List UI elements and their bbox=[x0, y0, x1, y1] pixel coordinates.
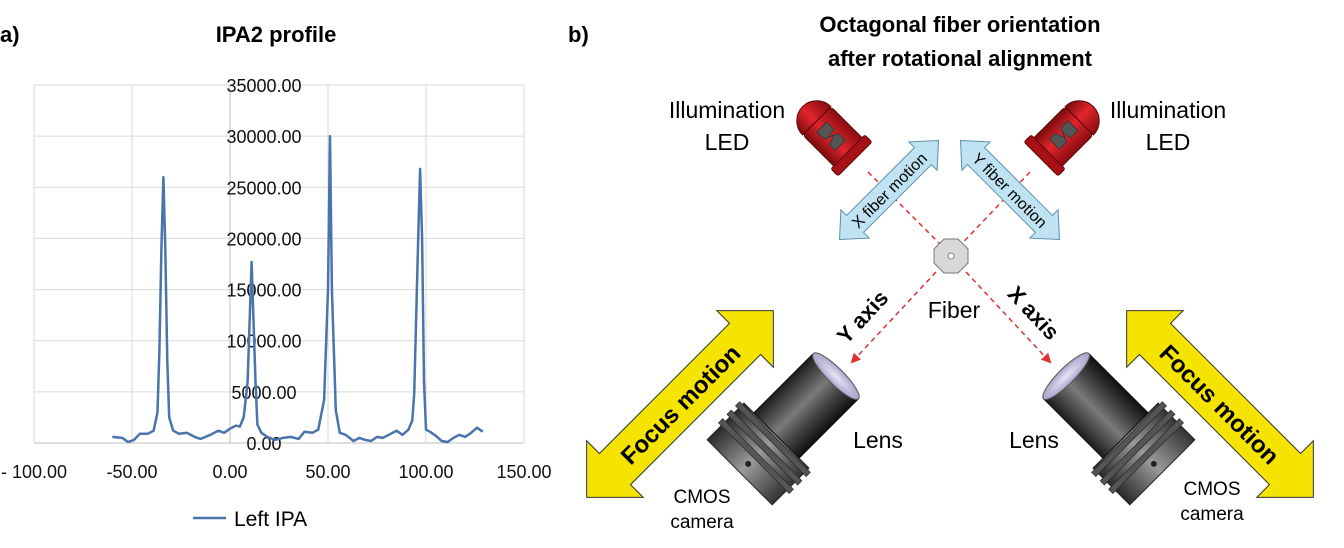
led-right-icon bbox=[1024, 100, 1100, 176]
chart-series bbox=[112, 134, 484, 444]
fiber-label: Fiber bbox=[928, 297, 981, 323]
led-left-label-line2: LED bbox=[705, 129, 750, 155]
led-right-label-line1: Illumination bbox=[1110, 97, 1226, 123]
y-tick-label: 0.00 bbox=[246, 434, 281, 454]
chart-title: IPA2 profile bbox=[216, 22, 337, 47]
legend-label: Left IPA bbox=[234, 508, 307, 531]
cmos-left-label-line2: camera bbox=[670, 512, 734, 533]
fiber-octagon-icon bbox=[933, 238, 969, 274]
led-right-label-line2: LED bbox=[1146, 129, 1191, 155]
chart-legend: Left IPA bbox=[193, 508, 307, 531]
panel-b-title-line1: Octagonal fiber orientation bbox=[819, 12, 1100, 37]
x-axis-beam bbox=[965, 271, 1052, 364]
y-tick-label: 30000.00 bbox=[226, 127, 301, 147]
x-tick-labels: - 100.00 -50.00 0.00 50.00 100.00 150.00 bbox=[1, 462, 552, 482]
panel-b: b) Octagonal fiber orientation after rot… bbox=[568, 12, 1314, 533]
cmos-right-label-line2: camera bbox=[1180, 504, 1244, 525]
cmos-right-label-line1: CMOS bbox=[1184, 479, 1241, 500]
y-tick-label: 20000.00 bbox=[226, 229, 301, 249]
y-axis-label: Y axis bbox=[832, 285, 893, 348]
x-tick-label: 100.00 bbox=[398, 462, 453, 482]
y-tick-labels: 0.00 5000.00 10000.00 15000.00 20000.00 25000… bbox=[226, 76, 301, 454]
x-tick-label: 50.00 bbox=[305, 462, 350, 482]
x-fiber-motion-label: X fiber motion bbox=[849, 150, 931, 232]
lens-right-label: Lens bbox=[1009, 427, 1059, 453]
panel-b-title-line2: after rotational alignment bbox=[828, 46, 1093, 71]
y-tick-label: 15000.00 bbox=[226, 281, 301, 301]
x-tick-label: 150.00 bbox=[496, 462, 551, 482]
y-tick-label: 25000.00 bbox=[226, 178, 301, 198]
panel-a-label: a) bbox=[0, 22, 20, 47]
lens-left-label: Lens bbox=[853, 427, 903, 453]
x-tick-label: 0.00 bbox=[212, 462, 247, 482]
lens-camera-left bbox=[706, 352, 860, 506]
chart-grid bbox=[33, 84, 525, 444]
y-axis-beam bbox=[850, 271, 937, 364]
panel-a: a) IPA2 profile 0.00 5000.00 10000.00 15000… bbox=[0, 22, 552, 531]
y-fiber-motion-label: Y fiber motion bbox=[968, 150, 1050, 232]
x-tick-label: -50.00 bbox=[106, 462, 157, 482]
lens-camera-right bbox=[1042, 352, 1196, 506]
cmos-left-label-line1: CMOS bbox=[674, 487, 731, 508]
panel-b-label: b) bbox=[568, 22, 589, 47]
x-axis-label: X axis bbox=[1003, 281, 1065, 345]
y-tick-label: 5000.00 bbox=[231, 383, 296, 403]
led-left-icon bbox=[796, 100, 872, 176]
y-tick-label: 10000.00 bbox=[226, 332, 301, 352]
led-left-label-line1: Illumination bbox=[669, 97, 785, 123]
y-tick-label: 35000.00 bbox=[226, 76, 301, 96]
x-tick-label: - 100.00 bbox=[1, 462, 67, 482]
